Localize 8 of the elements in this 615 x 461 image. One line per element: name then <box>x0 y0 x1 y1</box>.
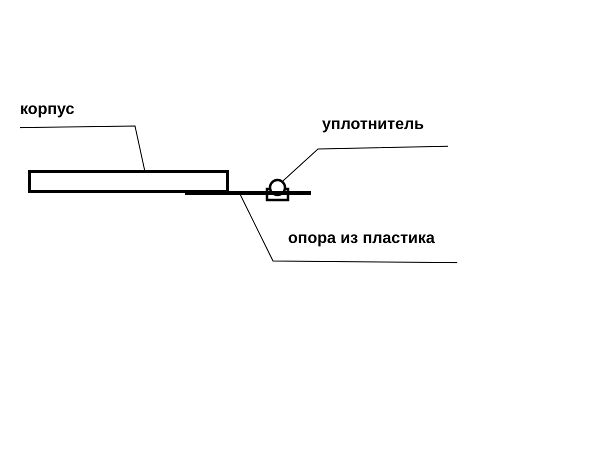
leader-line <box>240 194 458 264</box>
leader-line <box>282 146 448 182</box>
leader-line <box>20 126 146 170</box>
part-label: корпус <box>20 100 92 124</box>
part-label: опора из пластика <box>288 229 468 253</box>
housing-rectangle <box>28 170 229 193</box>
part-label: уплотнитель <box>322 115 448 139</box>
support-bar <box>185 191 311 195</box>
